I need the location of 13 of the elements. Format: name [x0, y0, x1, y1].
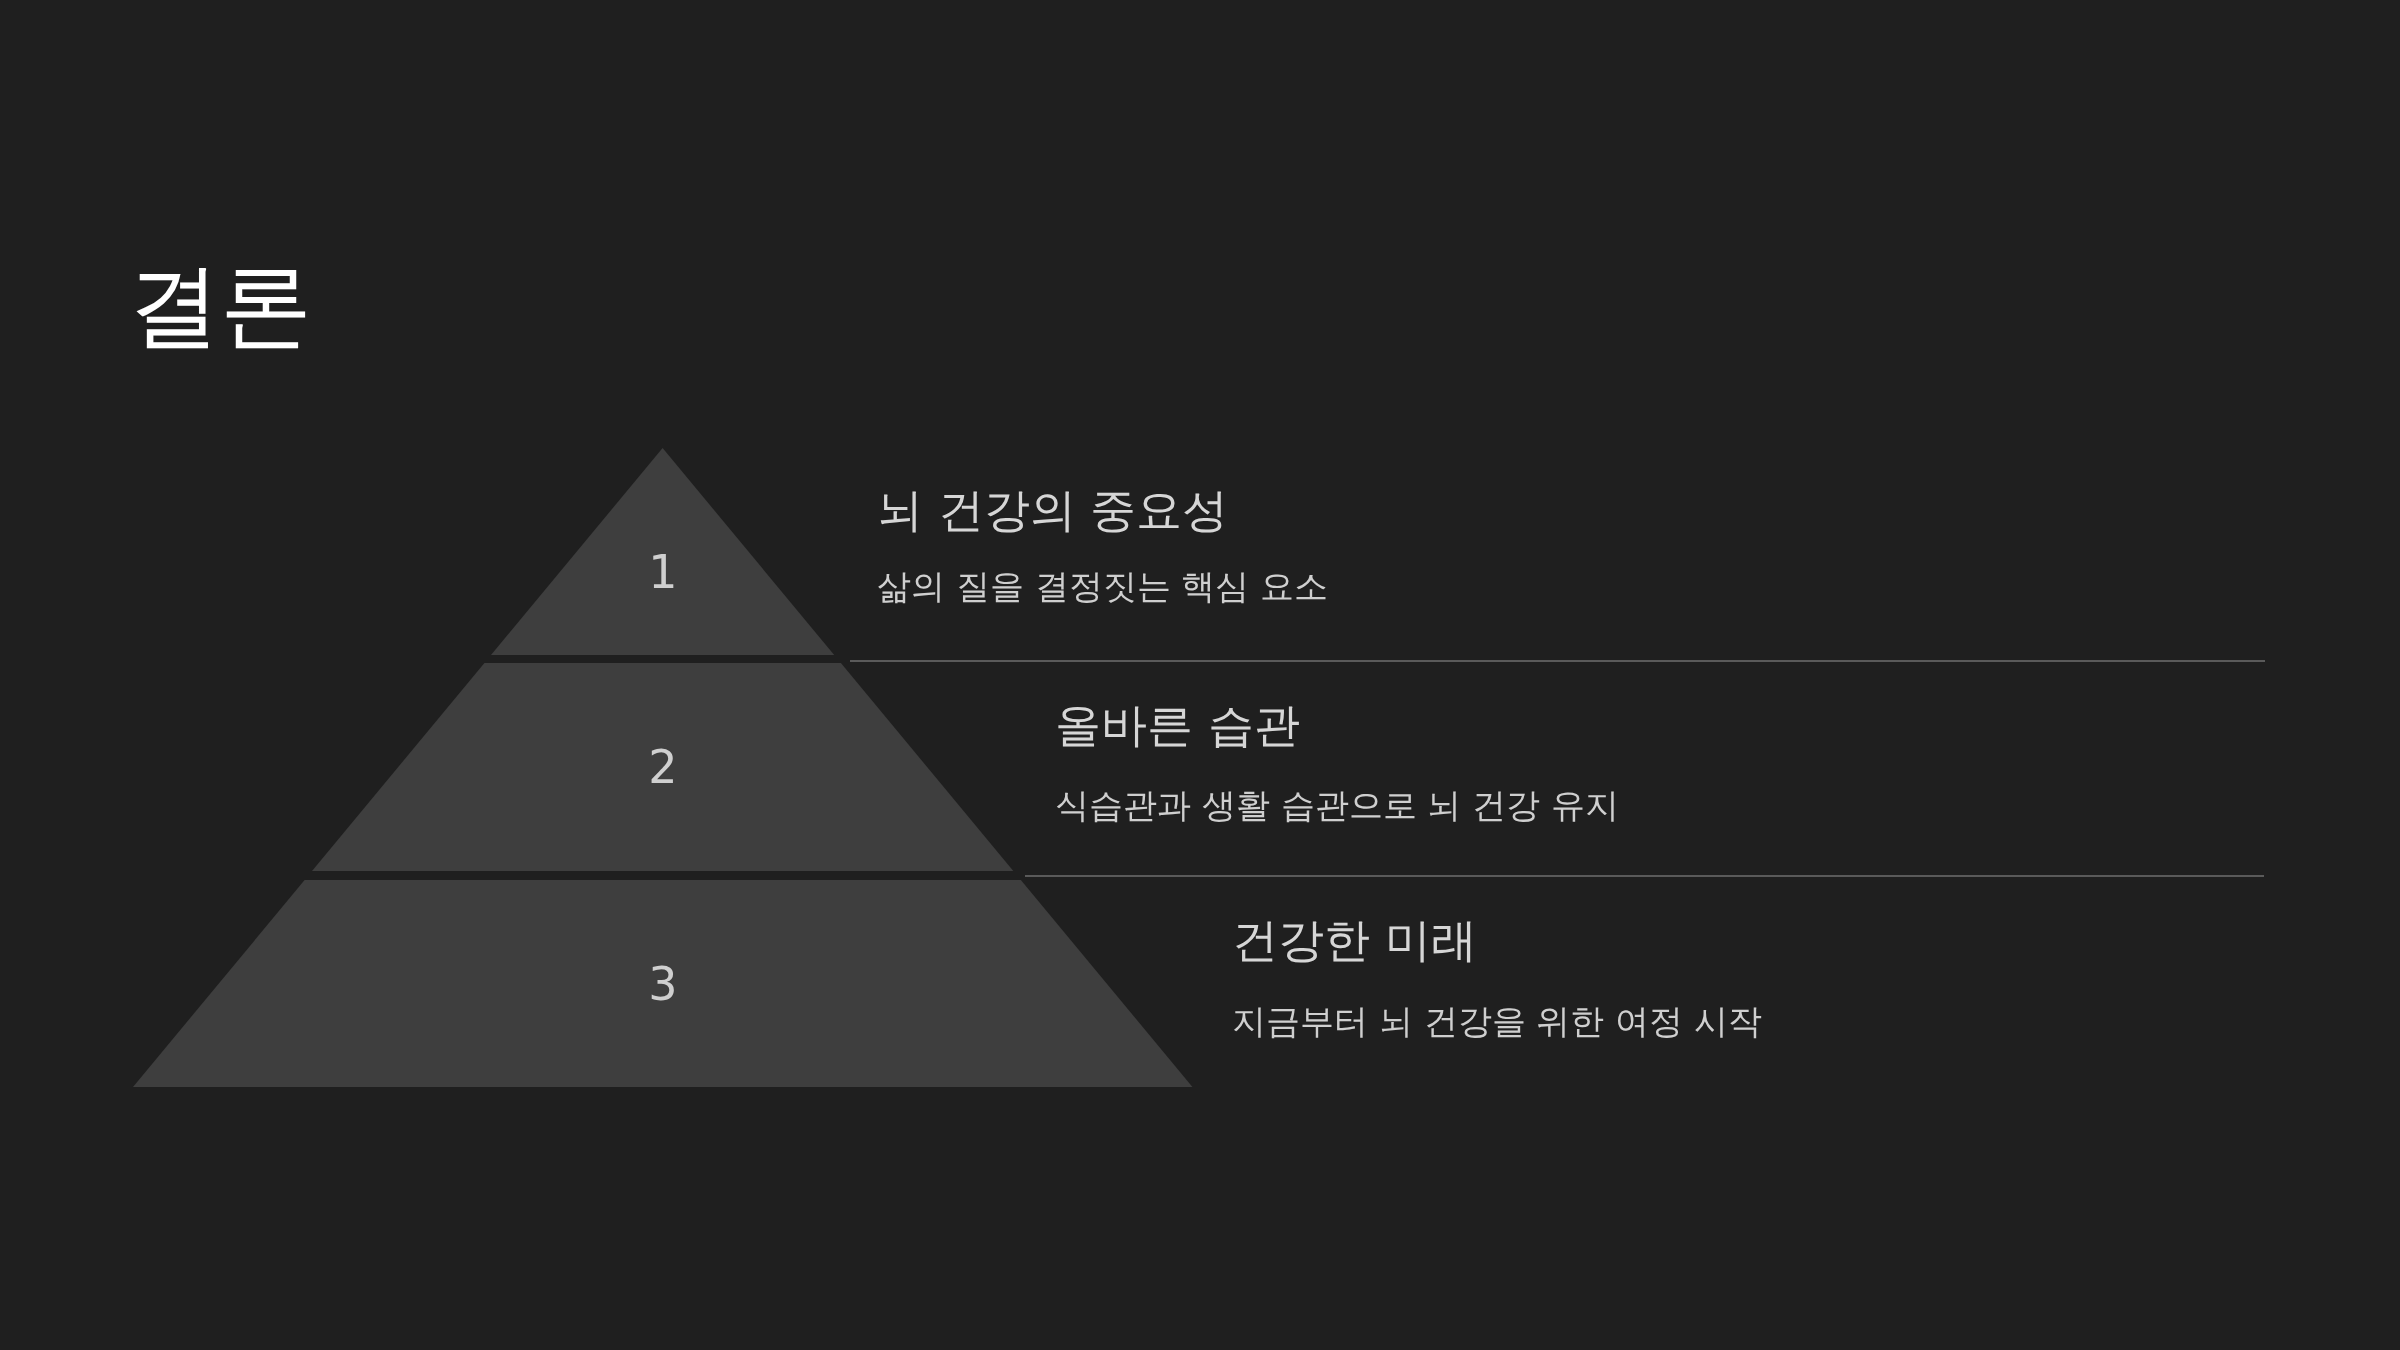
pyramid-tier — [312, 663, 1014, 871]
slide-title: 결론 — [128, 255, 312, 357]
tier-description: 삶의 질을 결정짓는 핵심 요소 — [877, 569, 1329, 603]
tier-number: 1 — [647, 549, 679, 596]
tier-description: 식습관과 생활 습관으로 뇌 건강 유지 — [1055, 788, 1620, 822]
pyramid-tier — [133, 880, 1193, 1087]
tier-number: 2 — [647, 744, 679, 790]
tier-heading: 뇌 건강의 중요성 — [877, 487, 1229, 533]
tier-heading: 건강한 미래 — [1232, 917, 1477, 963]
tier-heading: 올바른 습관 — [1055, 702, 1300, 748]
tier-number: 3 — [647, 960, 679, 1007]
tier-description: 지금부터 뇌 건강을 위한 여정 시작 — [1232, 1004, 1763, 1038]
pyramid-tier — [491, 448, 835, 655]
